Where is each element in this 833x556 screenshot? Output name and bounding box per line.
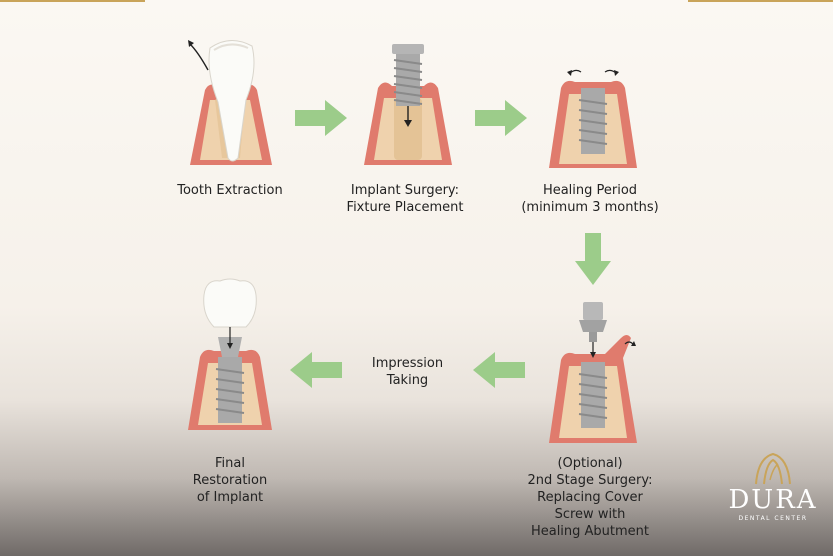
down-arrow-icon [575,233,611,289]
caption-line: (Optional) [557,456,623,471]
caption-line: of Implant [196,490,264,505]
tooth-extraction-illustration [180,30,280,170]
caption-line: (minimum 3 months) [521,200,659,215]
final-restoration-illustration [180,275,280,435]
caption-line: Fixture Placement [346,200,464,215]
right-arrow-icon [295,100,347,140]
caption-line: 2nd Stage Surgery: [527,473,653,488]
left-arrow-icon [473,352,525,392]
implant-surgery-illustration [358,40,458,170]
caption-line: Restoration [192,473,268,488]
caption-line: Implant Surgery: [350,183,460,198]
healing-period-illustration [543,60,643,172]
caption-final-restoration: Final Restoration of Implant [165,455,295,506]
caption-line: Final [215,456,245,471]
caption-impression: Impression Taking [350,355,465,389]
logo-subtitle: DENTAL CENTER [738,515,808,522]
top-gold-line-left [0,0,145,2]
caption-line: Replacing Cover [537,490,643,505]
caption-line: Screw with [554,507,626,522]
logo-name: DURA [728,485,818,515]
right-arrow-icon [475,100,527,140]
caption-second-stage: (Optional) 2nd Stage Surgery: Replacing … [515,455,665,540]
caption-line: Tooth Extraction [177,183,283,198]
dura-logo: DURA DENTAL CENTER [725,450,821,522]
caption-tooth-extraction: Tooth Extraction [160,182,300,199]
caption-line: Impression [371,356,444,371]
caption-implant-surgery: Implant Surgery: Fixture Placement [335,182,475,216]
second-stage-illustration [543,298,643,448]
caption-line: Taking [386,373,429,388]
caption-line: Healing Period [542,183,638,198]
top-gold-line-right [688,0,833,2]
left-arrow-icon [290,352,342,392]
caption-line: Healing Abutment [530,524,650,539]
logo-emblem-icon [755,452,791,485]
caption-healing-period: Healing Period (minimum 3 months) [515,182,665,216]
